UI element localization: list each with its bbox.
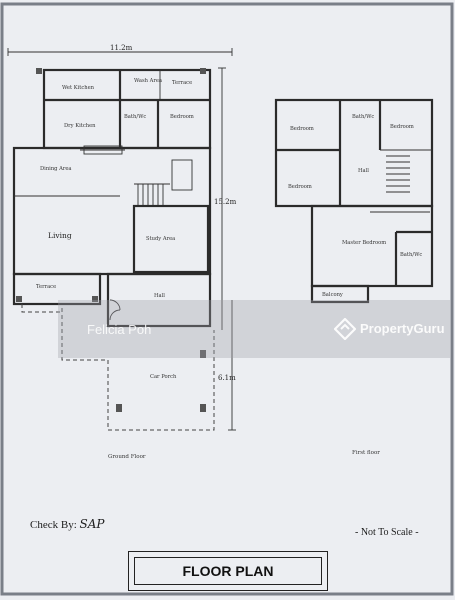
ff-room-bath-wc-1: Bath/Wc [352,114,374,120]
propertyguru-logo-icon [334,318,356,340]
room-wet-kitchen: Wet Kitchen [62,85,95,91]
ground-floor-plan [7,48,236,431]
room-terrace-top: Terrace [172,80,192,86]
ff-room-bath-wc-2: Bath/Wc [400,252,422,258]
room-terrace: Terrace [36,284,56,290]
ff-room-bedroom-1: Bedroom [290,126,314,132]
room-dining: Dining Area [40,166,72,172]
first-floor-caption: First floor [352,450,380,456]
watermark-brand: PropertyGuru [360,321,445,336]
room-study: Study Area [146,236,175,242]
porch-dimension: 6.1m [218,374,236,382]
ground-floor-caption: Ground Floor [108,454,146,460]
title-box: FLOOR PLAN [128,551,328,591]
first-floor-plan [274,98,434,304]
room-bath-wc: Bath/Wc [124,114,146,120]
ff-room-bedroom-3: Bedroom [288,184,312,190]
ff-room-bedroom-2: Bedroom [390,124,414,130]
room-car-porch: Car Porch [150,374,177,380]
ff-room-master: Master Bedroom [342,240,386,246]
check-by: Check By: SAP [30,517,104,531]
room-living: Living [48,231,72,240]
watermark-band [58,300,450,358]
check-by-signature: SAP [79,517,105,531]
ff-room-balcony: Balcony [322,292,343,298]
depth-dimension: 15.2m [214,198,237,206]
room-dry-kitchen: Dry Kitchen [64,123,96,129]
width-dimension: 11.2m [110,44,133,52]
ff-room-hall: Hall [358,168,369,174]
sheet-title: FLOOR PLAN [134,557,322,585]
check-by-label: Check By: [30,519,77,531]
watermark-name: Felicia Poh [87,322,152,337]
room-bedroom: Bedroom [170,114,194,120]
room-hall: Hall [154,293,165,299]
room-wash-area: Wash Area [134,78,162,84]
scale-note: - Not To Scale - [355,527,419,538]
